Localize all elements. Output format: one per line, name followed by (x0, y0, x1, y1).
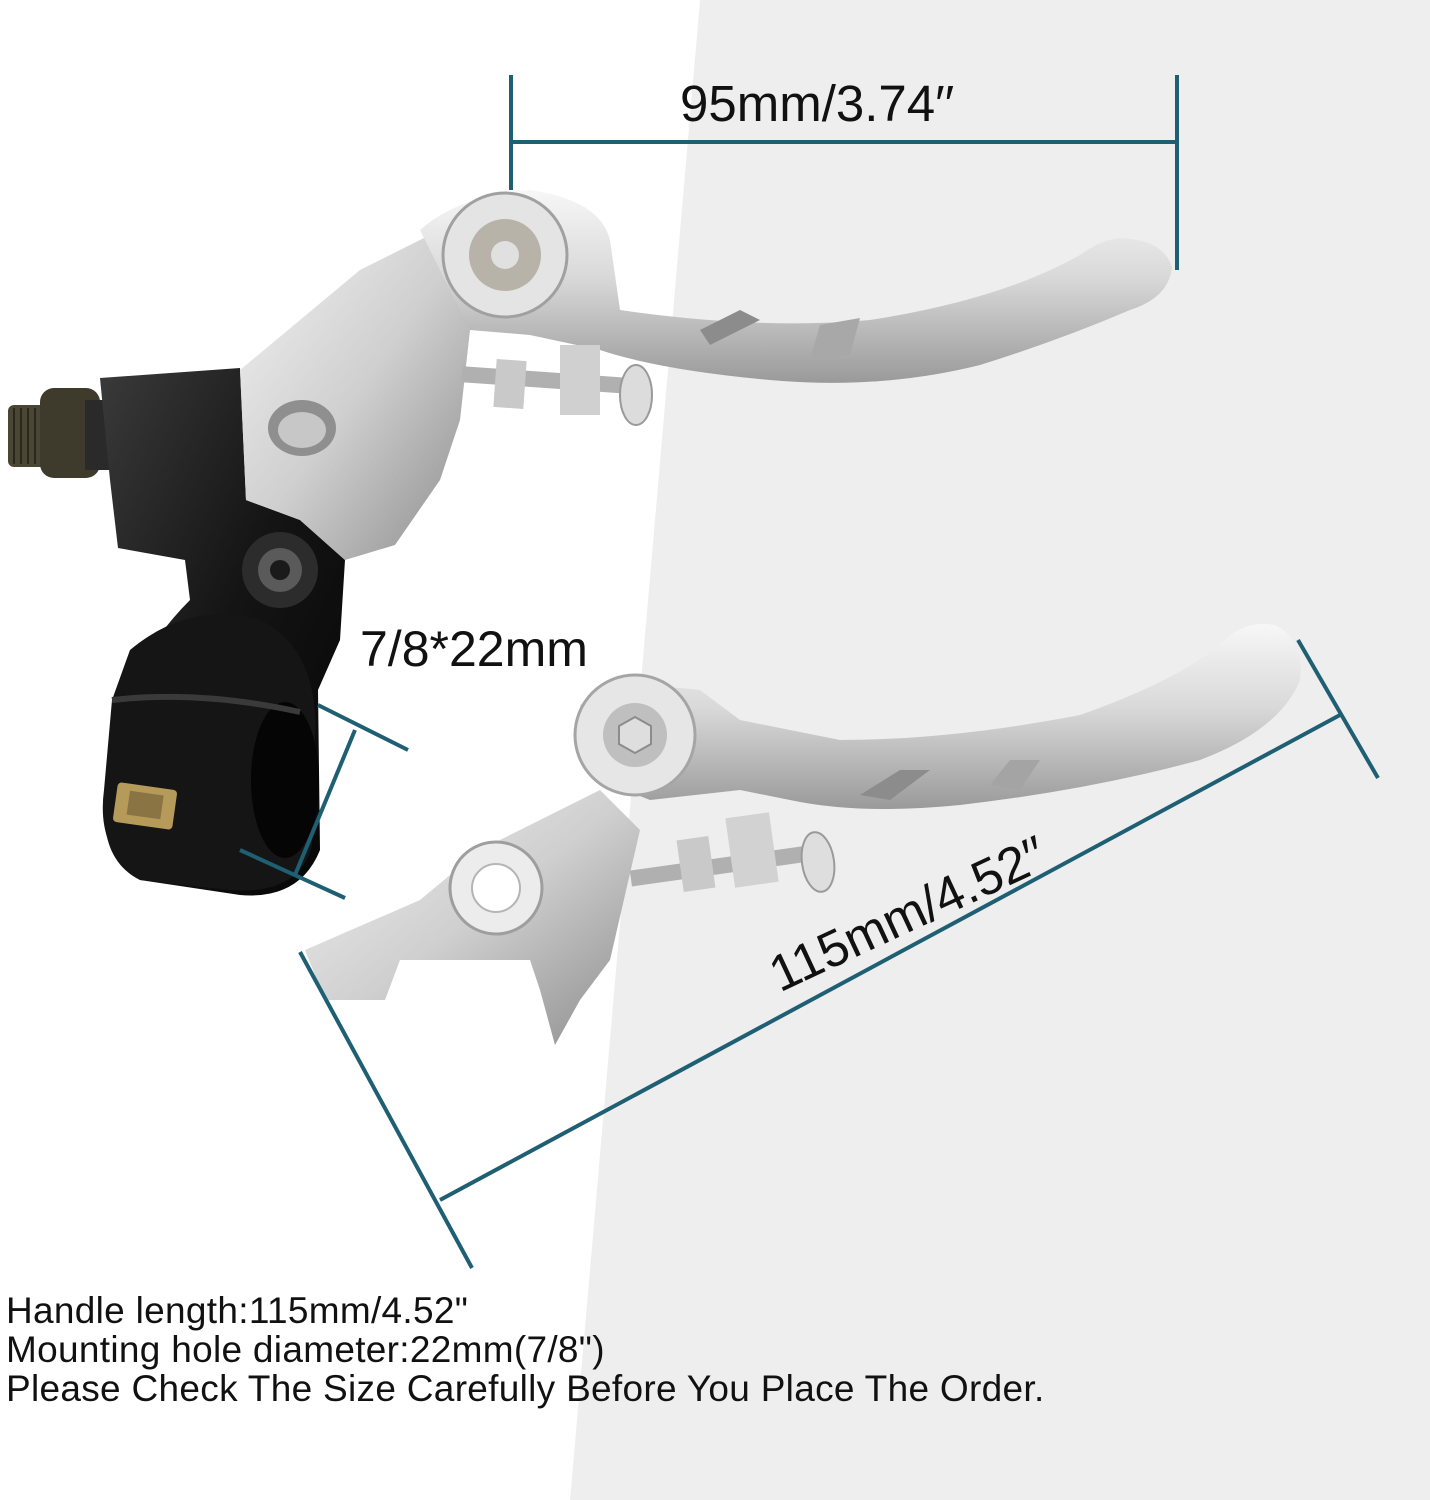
spec-check-notice: Please Check The Size Carefully Before Y… (6, 1368, 1045, 1409)
top-span-label: 95mm/3.74′′ (680, 75, 955, 132)
upper-lever-blade (420, 190, 1172, 383)
mount-diameter-label: 7/8*22mm (360, 621, 588, 677)
mount-dim-tick-bottom (239, 848, 346, 900)
upper-lever-chrome (240, 235, 470, 560)
clamp-hole (251, 702, 319, 858)
upper-lever-assembly (8, 190, 1172, 896)
mount-dim-line (293, 729, 357, 876)
lower-lever (305, 624, 1301, 1045)
length-left-tick (298, 951, 474, 1269)
length-right-tick (1296, 638, 1380, 780)
spec-text-block: Handle length:115mm/4.52" Mounting hole … (6, 1291, 1045, 1408)
spec-handle-length: Handle length:115mm/4.52" (6, 1290, 469, 1331)
dimension-lines (239, 75, 1380, 1269)
lower-lever-blade (580, 624, 1301, 809)
spec-mounting-hole: Mounting hole diameter:22mm(7/8") (6, 1329, 605, 1370)
length-line (439, 713, 1341, 1202)
mount-dim-tick-top (317, 703, 409, 752)
